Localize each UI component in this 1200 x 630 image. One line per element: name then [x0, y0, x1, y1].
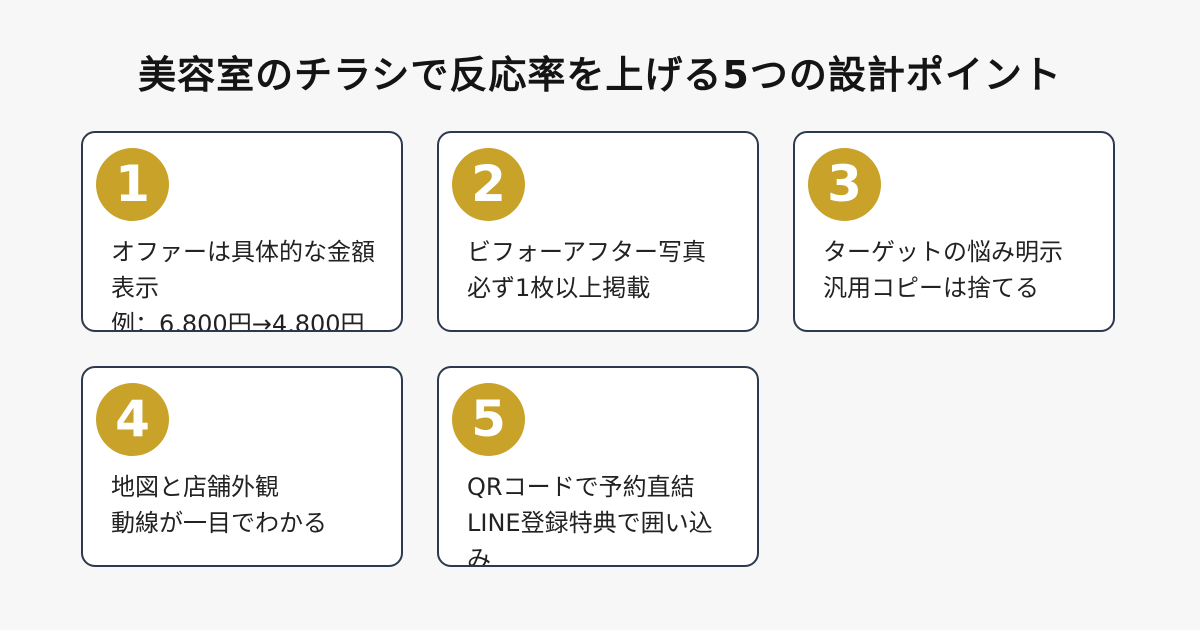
card-text-line: 例：6,800円→4,800円: [111, 310, 365, 332]
badge-number: 1: [115, 155, 150, 213]
badge-number: 3: [827, 155, 862, 213]
badge-number: 2: [471, 155, 506, 213]
number-badge: 2: [452, 148, 525, 221]
card-text-line: 動線が一目でわかる: [111, 509, 327, 537]
card-text-line: ビフォーアフター写真: [467, 238, 707, 266]
card-text-line: 必ず1枚以上掲載: [467, 274, 651, 302]
card-text-line: み: [467, 545, 491, 567]
card-text-line: 地図と店舗外観: [111, 473, 279, 501]
point-card-1: 1 オファーは具体的な金額 表示 例：6,800円→4,800円: [81, 131, 403, 332]
card-text-line: 表示: [111, 274, 159, 302]
badge-number: 4: [115, 390, 150, 448]
point-card-5: 5 QRコードで予約直結 LINE登録特典で囲い込 み: [437, 366, 759, 567]
card-text-line: 汎用コピーは捨てる: [823, 274, 1039, 302]
point-card-2: 2 ビフォーアフター写真 必ず1枚以上掲載: [437, 131, 759, 332]
point-card-4: 4 地図と店舗外観 動線が一目でわかる: [81, 366, 403, 567]
number-badge: 1: [96, 148, 169, 221]
point-card-3: 3 ターゲットの悩み明示 汎用コピーは捨てる: [793, 131, 1115, 332]
number-badge: 3: [808, 148, 881, 221]
card-text-line: ターゲットの悩み明示: [823, 238, 1063, 266]
card-text-line: QRコードで予約直結: [467, 473, 695, 501]
page-title: 美容室のチラシで反応率を上げる5つの設計ポイント: [138, 53, 1062, 97]
badge-number: 5: [471, 390, 506, 448]
number-badge: 5: [452, 383, 525, 456]
card-text-line: LINE登録特典で囲い込: [467, 509, 713, 537]
card-text-line: オファーは具体的な金額: [111, 238, 375, 266]
number-badge: 4: [96, 383, 169, 456]
